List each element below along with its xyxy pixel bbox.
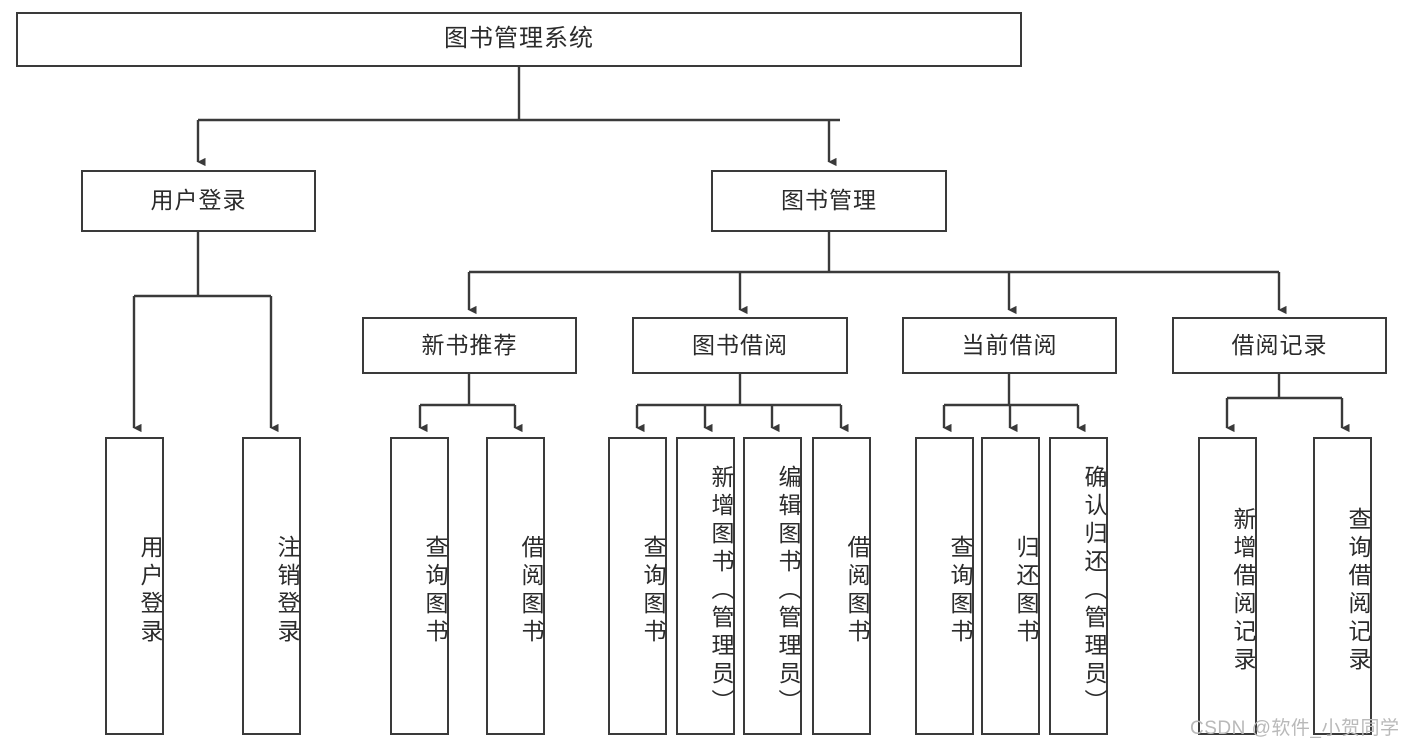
connector-borrow-to-leaves bbox=[635, 373, 849, 433]
node-book-borrow[interactable]: 图书借阅 bbox=[632, 317, 848, 374]
connector-root-to-level2 bbox=[196, 66, 840, 167]
node-borrow-record[interactable]: 借阅记录 bbox=[1172, 317, 1387, 374]
node-leaf-query-book-current[interactable]: 查询图书 bbox=[915, 437, 974, 735]
node-leaf-confirm-return-admin[interactable]: 确认归还（管理员） bbox=[1049, 437, 1108, 735]
node-book-management[interactable]: 图书管理 bbox=[711, 170, 947, 232]
node-leaf-borrow-book[interactable]: 借阅图书 bbox=[812, 437, 871, 735]
node-leaf-query-borrow-record[interactable]: 查询借阅记录 bbox=[1313, 437, 1372, 735]
connector-newbook-to-leaves bbox=[418, 373, 523, 433]
node-leaf-logout[interactable]: 注销登录 bbox=[242, 437, 301, 735]
node-leaf-add-borrow-record[interactable]: 新增借阅记录 bbox=[1198, 437, 1257, 735]
node-leaf-borrow-book-newbook[interactable]: 借阅图书 bbox=[486, 437, 545, 735]
node-user-login[interactable]: 用户登录 bbox=[81, 170, 316, 232]
node-leaf-return-book[interactable]: 归还图书 bbox=[981, 437, 1040, 735]
node-leaf-query-book-borrow[interactable]: 查询图书 bbox=[608, 437, 667, 735]
node-leaf-edit-book-admin[interactable]: 编辑图书（管理员） bbox=[743, 437, 802, 735]
node-root-system[interactable]: 图书管理系统 bbox=[16, 12, 1022, 67]
node-new-book-recommend[interactable]: 新书推荐 bbox=[362, 317, 577, 374]
connector-login-to-leaves bbox=[132, 231, 279, 433]
node-leaf-user-login[interactable]: 用户登录 bbox=[105, 437, 164, 735]
connector-current-to-leaves bbox=[942, 373, 1086, 433]
node-current-borrow[interactable]: 当前借阅 bbox=[902, 317, 1117, 374]
connector-bookmgmt-to-level3 bbox=[467, 231, 1287, 315]
node-leaf-add-book-admin[interactable]: 新增图书（管理员） bbox=[676, 437, 735, 735]
connector-record-to-leaves bbox=[1225, 373, 1350, 433]
node-leaf-query-book-newbook[interactable]: 查询图书 bbox=[390, 437, 449, 735]
